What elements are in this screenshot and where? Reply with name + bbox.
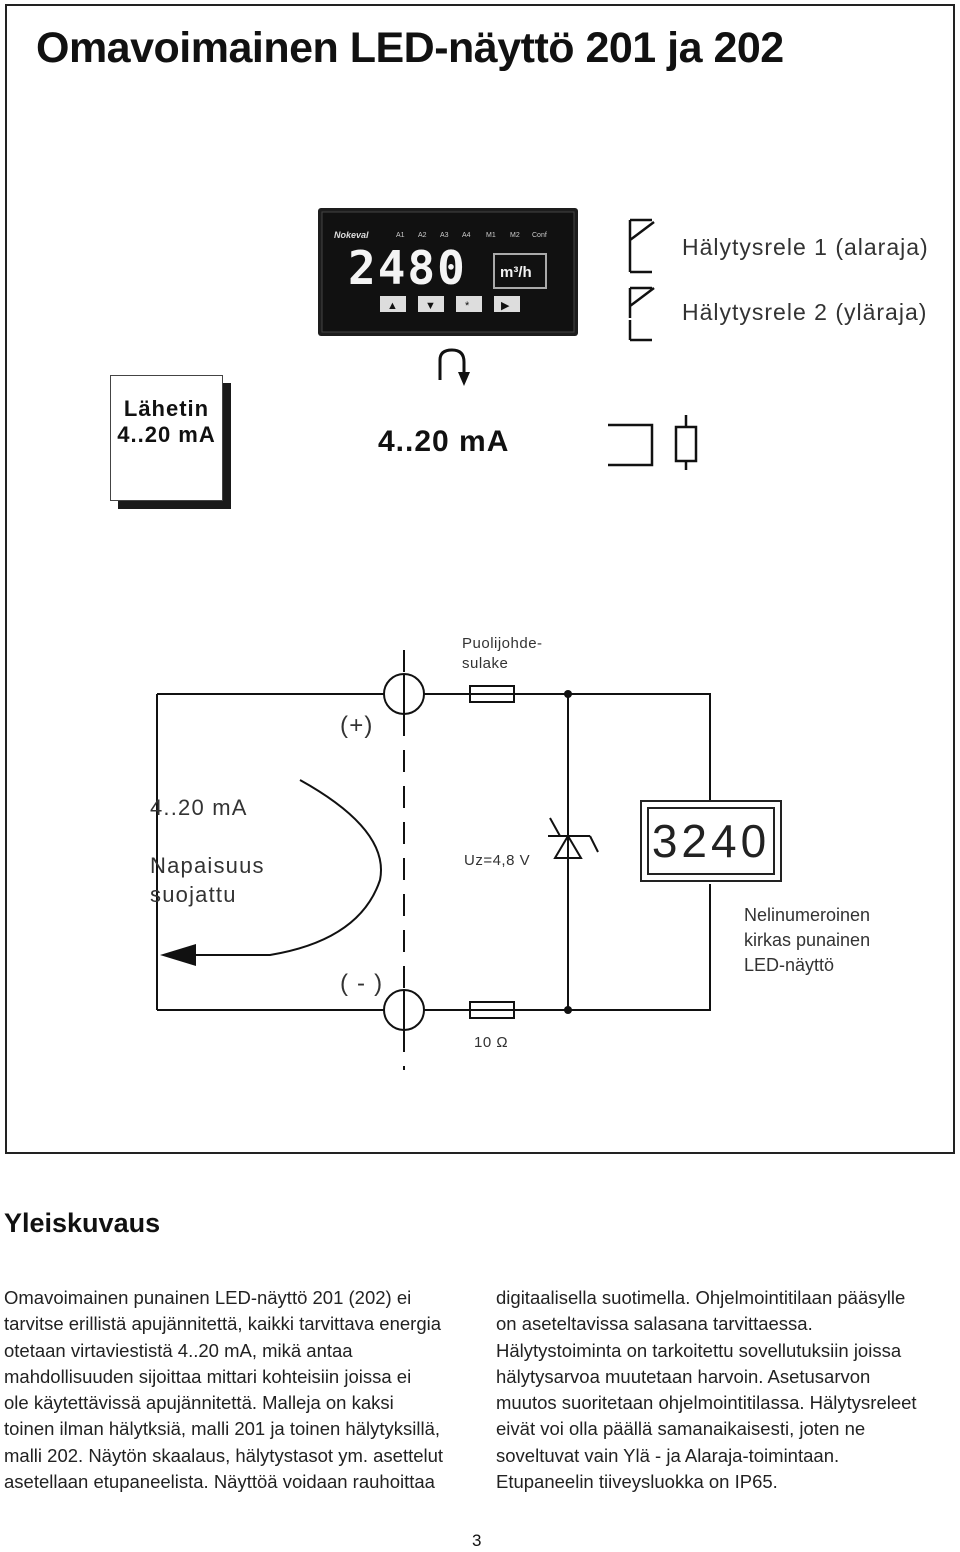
col1-line: mahdollisuuden sijoittaa mittari kohteis… [4, 1365, 412, 1387]
fuse-label-line2: sulake [462, 655, 509, 672]
right-button [494, 296, 520, 312]
led-label-a2: A2 [418, 232, 427, 239]
loop-arrow-head [458, 372, 470, 386]
right-arrow-icon: ▶ [501, 300, 510, 312]
led-label-conf: Conf [532, 232, 547, 239]
transmitter-line1: Lähetin [123, 396, 210, 421]
led-labels: A1 A2 A3 A4 M1 M2 Conf [396, 232, 547, 239]
col2-line: eivät voi olla päällä samanaikaisesti, j… [496, 1418, 866, 1440]
page-title: Omavoimainen LED-näyttö 201 ja 202 [36, 24, 784, 72]
polarity-arc [196, 779, 382, 956]
transmitter-box: Lähetin 4..20 mA [110, 375, 223, 501]
wiring-diagram [156, 218, 711, 1070]
current-label: 4..20 mA [150, 795, 248, 820]
zener-label: Uz=4,8 V [464, 852, 531, 869]
meter-unit: m³/h [500, 264, 532, 281]
led-label-a3: A3 [440, 232, 449, 239]
relay-contact-icons [628, 218, 655, 342]
led-label-m2: M2 [510, 232, 520, 239]
unit-window [493, 253, 547, 289]
resistor-symbol [469, 1001, 515, 1019]
led-label-m1: M1 [486, 232, 496, 239]
display-value: 3240 [647, 807, 775, 875]
star-button [456, 296, 482, 312]
sensor-icon [608, 415, 698, 470]
up-arrow-icon: ▲ [387, 300, 398, 312]
down-button [418, 296, 444, 312]
plus-label: (+) [340, 712, 374, 739]
led-display-symbol: 3240 [640, 800, 782, 882]
text-column-1: Omavoimainen punainen LED-näyttö 201 (20… [4, 1285, 454, 1495]
col1-line: tarvitse erillistä apujännitettä, kaikki… [4, 1313, 442, 1335]
minus-label: ( - ) [340, 970, 384, 997]
meter-face: Nokeval A1 A2 A3 A4 M1 M2 Conf 2480 m³/h… [321, 211, 575, 333]
zener-bar [548, 817, 599, 853]
relay1-label: Hälytysrele 1 (alaraja) [682, 234, 929, 260]
meter-reading: 2480 [348, 241, 467, 295]
star-icon: * [465, 300, 470, 312]
polarity-label-line2: suojattu [150, 882, 237, 907]
col1-line: asetellaan etupaneelista. Näyttöä voidaa… [4, 1471, 435, 1493]
col2-line: digitaalisella suotimella. Ohjelmointiti… [496, 1287, 906, 1308]
polarity-label-line1: Napaisuus [150, 853, 265, 878]
led-label-a1: A1 [396, 232, 405, 239]
col1-line: ole käytettävissä apujännitettä. Malleja… [4, 1392, 394, 1414]
fuse-label-line1: Puolijohde- [462, 635, 543, 652]
loop-current-label: 4..20 mA [378, 425, 510, 458]
up-button [380, 296, 406, 312]
zener-triangle [553, 834, 583, 859]
polarity-arrow-icon [160, 944, 196, 966]
col2-line: soveltuvat vain Ylä - ja Alaraja-toimint… [496, 1444, 840, 1466]
text-column-2: digitaalisella suotimella. Ohjelmointiti… [496, 1285, 946, 1495]
led-label-a4: A4 [462, 232, 471, 239]
col2-line: on aseteltavissa salasana tarvittaessa. [496, 1313, 813, 1335]
loop-arrow-icon [438, 348, 466, 380]
led-meter-device: Nokeval A1 A2 A3 A4 M1 M2 Conf 2480 m³/h… [318, 208, 578, 336]
transmitter-line2: 4..20 mA [117, 422, 216, 447]
relay2-label: Hälytysrele 2 (yläraja) [682, 299, 928, 325]
fuse-symbol [469, 685, 515, 703]
col1-line: toinen ilman hälytksiä, malli 201 ja toi… [4, 1418, 440, 1440]
down-arrow-icon: ▼ [425, 300, 436, 312]
col2-line: muutos suoritetaan ohjelmointitilassa. H… [496, 1392, 917, 1414]
col2-line: Etupaneelin tiiveysluokka on IP65. [496, 1471, 778, 1493]
diagram-frame [5, 4, 955, 1154]
section-heading: Yleiskuvaus [4, 1208, 161, 1238]
col1-line: otetaan virtaviestistä 4..20 mA, mikä an… [4, 1339, 353, 1361]
display-desc-line2: kirkas punainen [744, 930, 871, 950]
page-number: 3 [472, 1531, 482, 1550]
display-desc-line1: Nelinumeroinen [744, 905, 871, 925]
display-desc-line3: LED-näyttö [744, 955, 835, 975]
col2-line: Hälytystoiminta on tarkoitettu sovellutu… [496, 1339, 902, 1361]
col2-line: hälytysarvoa muutetaan harvoin. Asetusar… [496, 1365, 871, 1387]
col1-line: Omavoimainen punainen LED-näyttö 201 (20… [4, 1287, 412, 1308]
brand-logo: Nokeval [334, 230, 369, 240]
col1-line: malli 202. Näytön skaalaus, hälytystasot… [4, 1444, 444, 1466]
resistor-label: 10 Ω [474, 1034, 509, 1051]
